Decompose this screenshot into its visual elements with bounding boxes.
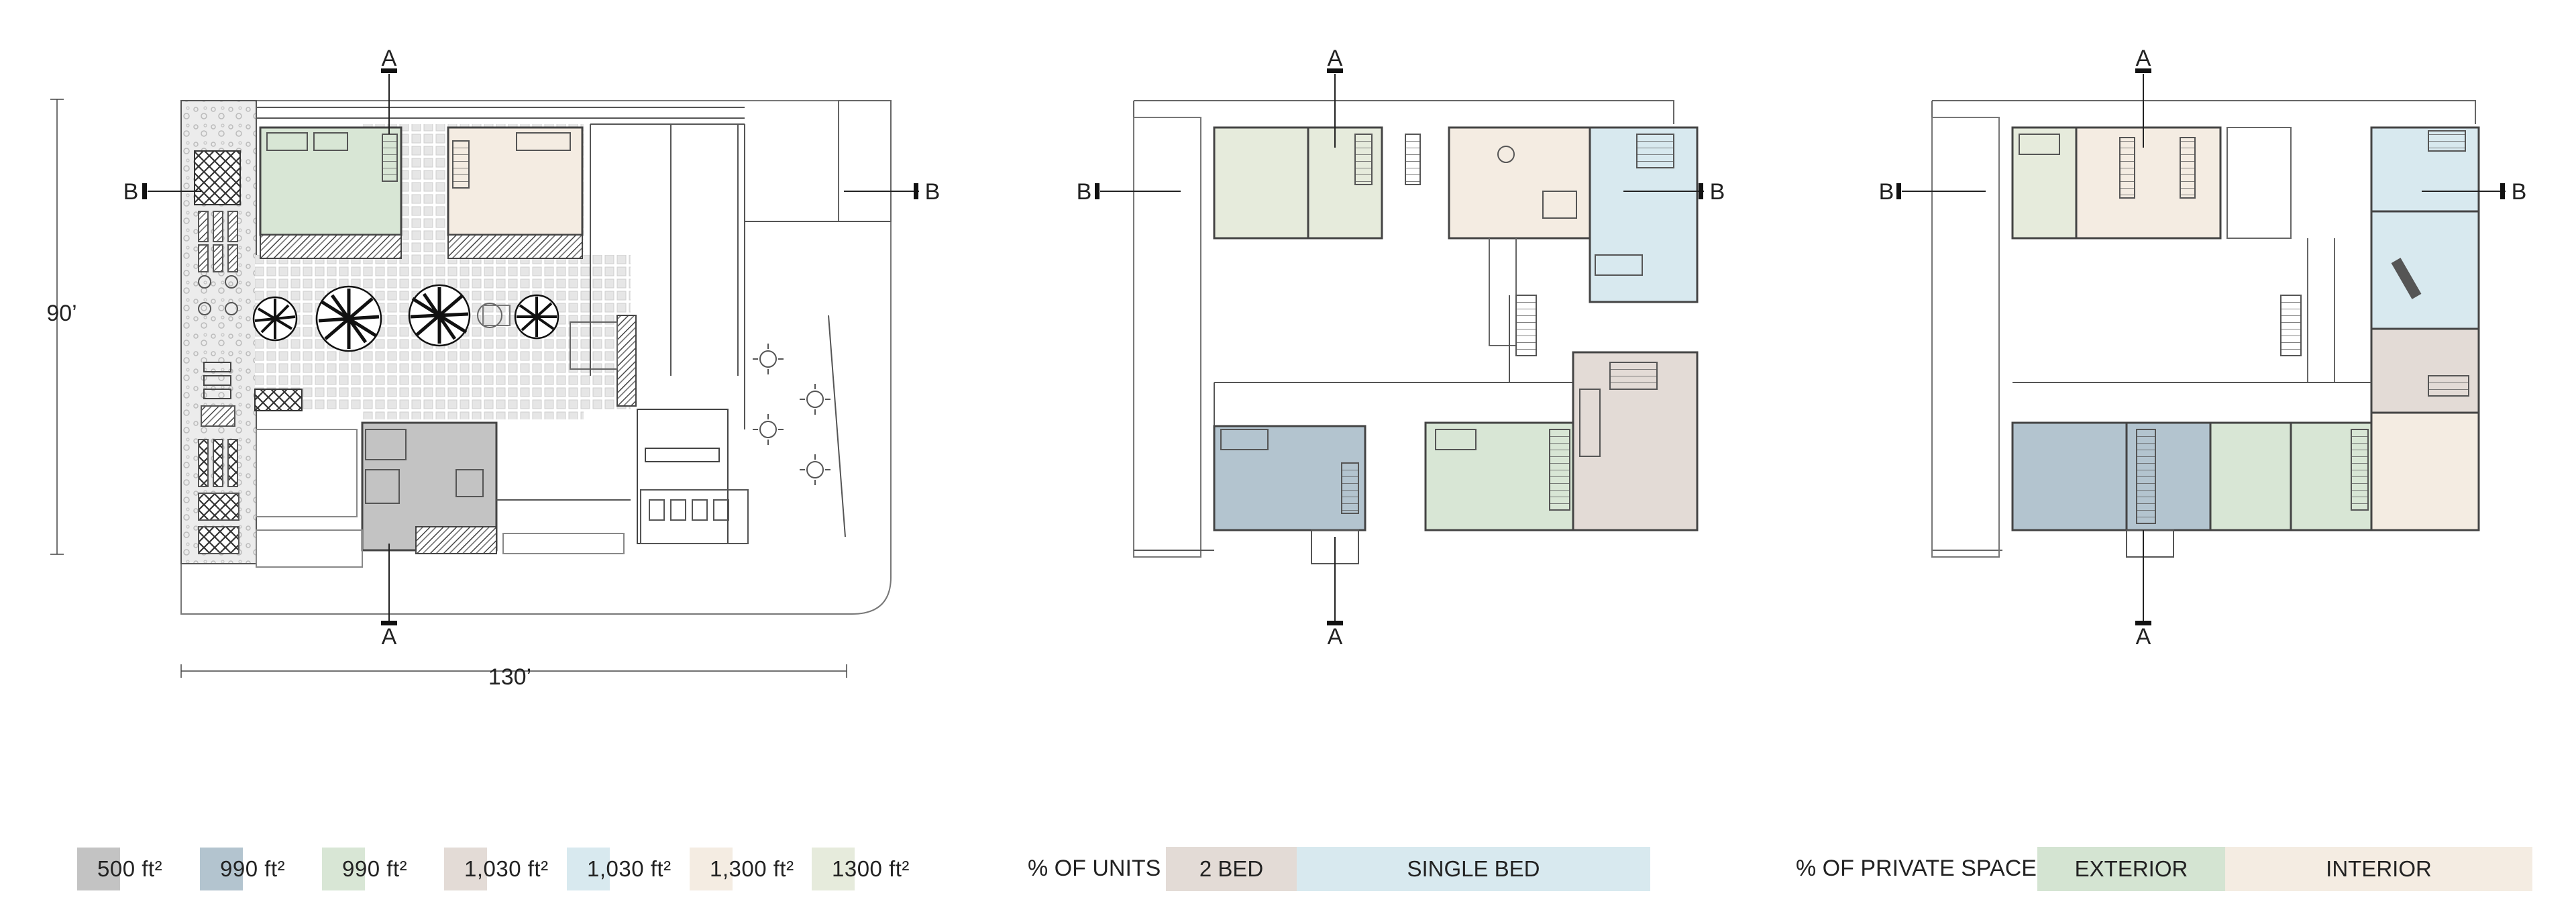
legend-item-1030-tan: 1,030 ft² [444,847,549,891]
cafe-tables [753,344,830,485]
dimension-vertical: 90’ [46,301,76,326]
units-bar-segment-2-bed: 2 BED [1166,847,1297,891]
plan3-section-a-bottom: A [2136,624,2151,650]
dimension-horizontal: 130’ [488,664,531,690]
tree-icons [252,284,559,352]
unit-1300-sage-a [1213,126,1309,240]
plan2-section-a-bottom: A [1328,624,1343,650]
plan1-section-a-top: A [382,46,397,71]
legend-label: 1,030 ft² [587,856,672,881]
private-space-bar-title: % OF PRIVATE SPACE [1796,856,2037,881]
legend-item-990-blue: 990 ft² [200,847,285,891]
unit-1030-blue-c2 [2370,210,2480,330]
legend-item-500: 500 ft² [77,847,162,891]
legend-item-1030-blue: 1,030 ft² [567,847,672,891]
private-bar-segment-exterior: EXTERIOR [2037,847,2225,891]
plan-second-floor [1095,68,1704,625]
legend-swatch [690,848,733,890]
legend-swatch [322,848,365,890]
unit-1300-cream-b [1448,126,1591,240]
unit-1030-blue-c1 [2370,126,2480,213]
legend-swatch [444,848,487,890]
legend-label: 990 ft² [342,856,408,881]
legend-label: 1300 ft² [832,856,910,881]
plan1-section-b-left: B [123,179,139,205]
legend-label: 1,300 ft² [710,856,794,881]
legend-label: 1,030 ft² [464,856,549,881]
unit-990-green [259,126,402,236]
unit-1300-cream-c [2075,126,2222,240]
units-bar-title: % OF UNITS [1028,856,1161,881]
private-bar-segment-interior: INTERIOR [2225,847,2532,891]
unit-990-blue [1213,425,1366,531]
unit-1300-cream [447,126,584,236]
plan2-section-a-top: A [1328,46,1343,71]
plan-third-floor [1896,68,2506,625]
legend-item-1300-cream: 1,300 ft² [690,847,794,891]
unit-990-blue-c [2011,421,2128,531]
plan2-section-b-right: B [1710,179,1725,205]
unit-990-green-b [1424,421,1574,531]
unit-1300-sage-c [2011,126,2078,240]
unit-1030-tan-c [2370,327,2480,414]
plan3-section-a-top: A [2136,46,2151,71]
unit-1300-cream-d [2370,411,2480,531]
legend-swatch [200,848,243,890]
legend-swatch [812,848,855,890]
plan3-section-b-right: B [2512,179,2527,205]
legend-swatch [77,848,120,890]
plan1-section-a-bottom: A [382,624,397,650]
site-outline [180,100,892,615]
legend-item-990-green: 990 ft² [322,847,407,891]
legend-item-1300-sage: 1300 ft² [812,847,910,891]
unit-990-green-c [2209,421,2292,531]
plan-ground-floor [50,68,919,678]
plan3-section-b-left: B [1879,179,1894,205]
units-bar-segment-single-bed: SINGLE BED [1297,847,1650,891]
legend-swatch [567,848,610,890]
legend-label: 500 ft² [97,856,163,881]
plan2-section-b-left: B [1077,179,1092,205]
plan1-section-b-right: B [925,179,941,205]
legend-label: 990 ft² [220,856,286,881]
